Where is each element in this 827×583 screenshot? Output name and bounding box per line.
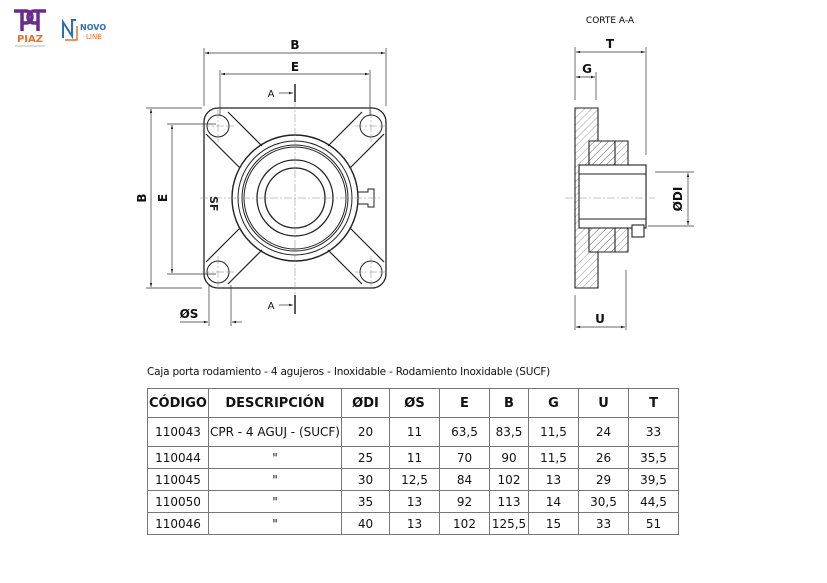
section-dimensions (574, 47, 694, 330)
cell-s: 13 (389, 512, 440, 535)
cell-u: 26 (578, 446, 629, 469)
cell-di: 25 (341, 446, 390, 469)
cell-codigo: 110046 (147, 512, 209, 535)
cell-codigo: 110050 (147, 490, 209, 513)
dim-label-e: E (291, 60, 299, 74)
cell-s: 11 (389, 417, 440, 447)
cell-b: 113 (489, 490, 529, 513)
cell-g: 14 (528, 490, 579, 513)
dim-label-b: B (290, 38, 299, 52)
dim-label-os: ØS (180, 307, 199, 321)
table-caption: Caja porta rodamiento - 4 agujeros - Ino… (147, 366, 551, 378)
dim-label-t: T (606, 37, 615, 51)
header-e: E (439, 388, 490, 418)
piaz-logo: PIAZ (14, 9, 46, 47)
cell-s: 11 (389, 446, 440, 469)
cell-t: 44,5 (628, 490, 679, 513)
novoline-text-2: LINE (86, 33, 102, 41)
section-view (565, 107, 655, 289)
cell-b: 90 (489, 446, 529, 469)
cell-descripcion: " (208, 446, 342, 469)
cell-codigo: 110044 (147, 446, 209, 469)
table-header-row: CÓDIGO DESCRIPCIÓN ØDI ØS E B G U T (147, 388, 679, 418)
technical-drawing: PIAZ NOVO LINE SF (14, 9, 694, 330)
cell-codigo: 110045 (147, 468, 209, 491)
novoline-text-1: NOVO (80, 23, 106, 32)
front-view: SF (200, 100, 387, 300)
header-s: ØS (389, 388, 440, 418)
dim-label-di: ØDI (671, 187, 685, 212)
cell-descripcion: " (208, 468, 342, 491)
header-di: ØDI (341, 388, 390, 418)
cell-descripcion: " (208, 490, 342, 513)
cell-di: 35 (341, 490, 390, 513)
cell-codigo: 110043 (147, 417, 209, 447)
cell-u: 29 (578, 468, 629, 491)
header-u: U (578, 388, 629, 418)
cell-t: 35,5 (628, 446, 679, 469)
cell-descripcion: CPR - 4 AGUJ - (SUCF) (208, 417, 342, 447)
piaz-logo-text: PIAZ (17, 34, 43, 45)
cell-b: 125,5 (489, 512, 529, 535)
cell-e: 84 (439, 468, 490, 491)
cell-u: 30,5 (578, 490, 629, 513)
header-codigo: CÓDIGO (147, 388, 209, 418)
cell-u: 33 (578, 512, 629, 535)
cell-t: 33 (628, 417, 679, 447)
cell-di: 20 (341, 417, 390, 447)
header-descripcion: DESCRIPCIÓN (208, 388, 342, 418)
cell-t: 39,5 (628, 468, 679, 491)
dim-label-u: U (595, 312, 605, 326)
cell-g: 11,5 (528, 417, 579, 447)
cell-e: 63,5 (439, 417, 490, 447)
cell-g: 11,5 (528, 446, 579, 469)
cell-di: 40 (341, 512, 390, 535)
cell-e: 70 (439, 446, 490, 469)
cell-e: 92 (439, 490, 490, 513)
dimensions-table: CÓDIGO DESCRIPCIÓN ØDI ØS E B G U T 1100… (147, 388, 679, 535)
section-mark-top: A (268, 89, 275, 100)
novoline-logo: NOVO LINE (62, 18, 106, 41)
dim-label-g: G (582, 62, 592, 76)
header-t: T (628, 388, 679, 418)
cell-di: 30 (341, 468, 390, 491)
front-dimensions (146, 48, 387, 326)
section-mark-bottom: A (268, 301, 275, 312)
cell-e: 102 (439, 512, 490, 535)
cell-s: 12,5 (389, 468, 440, 491)
cell-t: 51 (628, 512, 679, 535)
section-title: CORTE A-A (586, 16, 635, 26)
dim-label-b-side: B (135, 193, 149, 202)
dim-label-e-side: E (156, 194, 170, 202)
cell-b: 102 (489, 468, 529, 491)
sf-marking: SF (207, 196, 220, 211)
header-g: G (528, 388, 579, 418)
cell-s: 13 (389, 490, 440, 513)
cell-g: 13 (528, 468, 579, 491)
cell-g: 15 (528, 512, 579, 535)
cell-b: 83,5 (489, 417, 529, 447)
header-b: B (489, 388, 529, 418)
cell-descripcion: " (208, 512, 342, 535)
cell-u: 24 (578, 417, 629, 447)
